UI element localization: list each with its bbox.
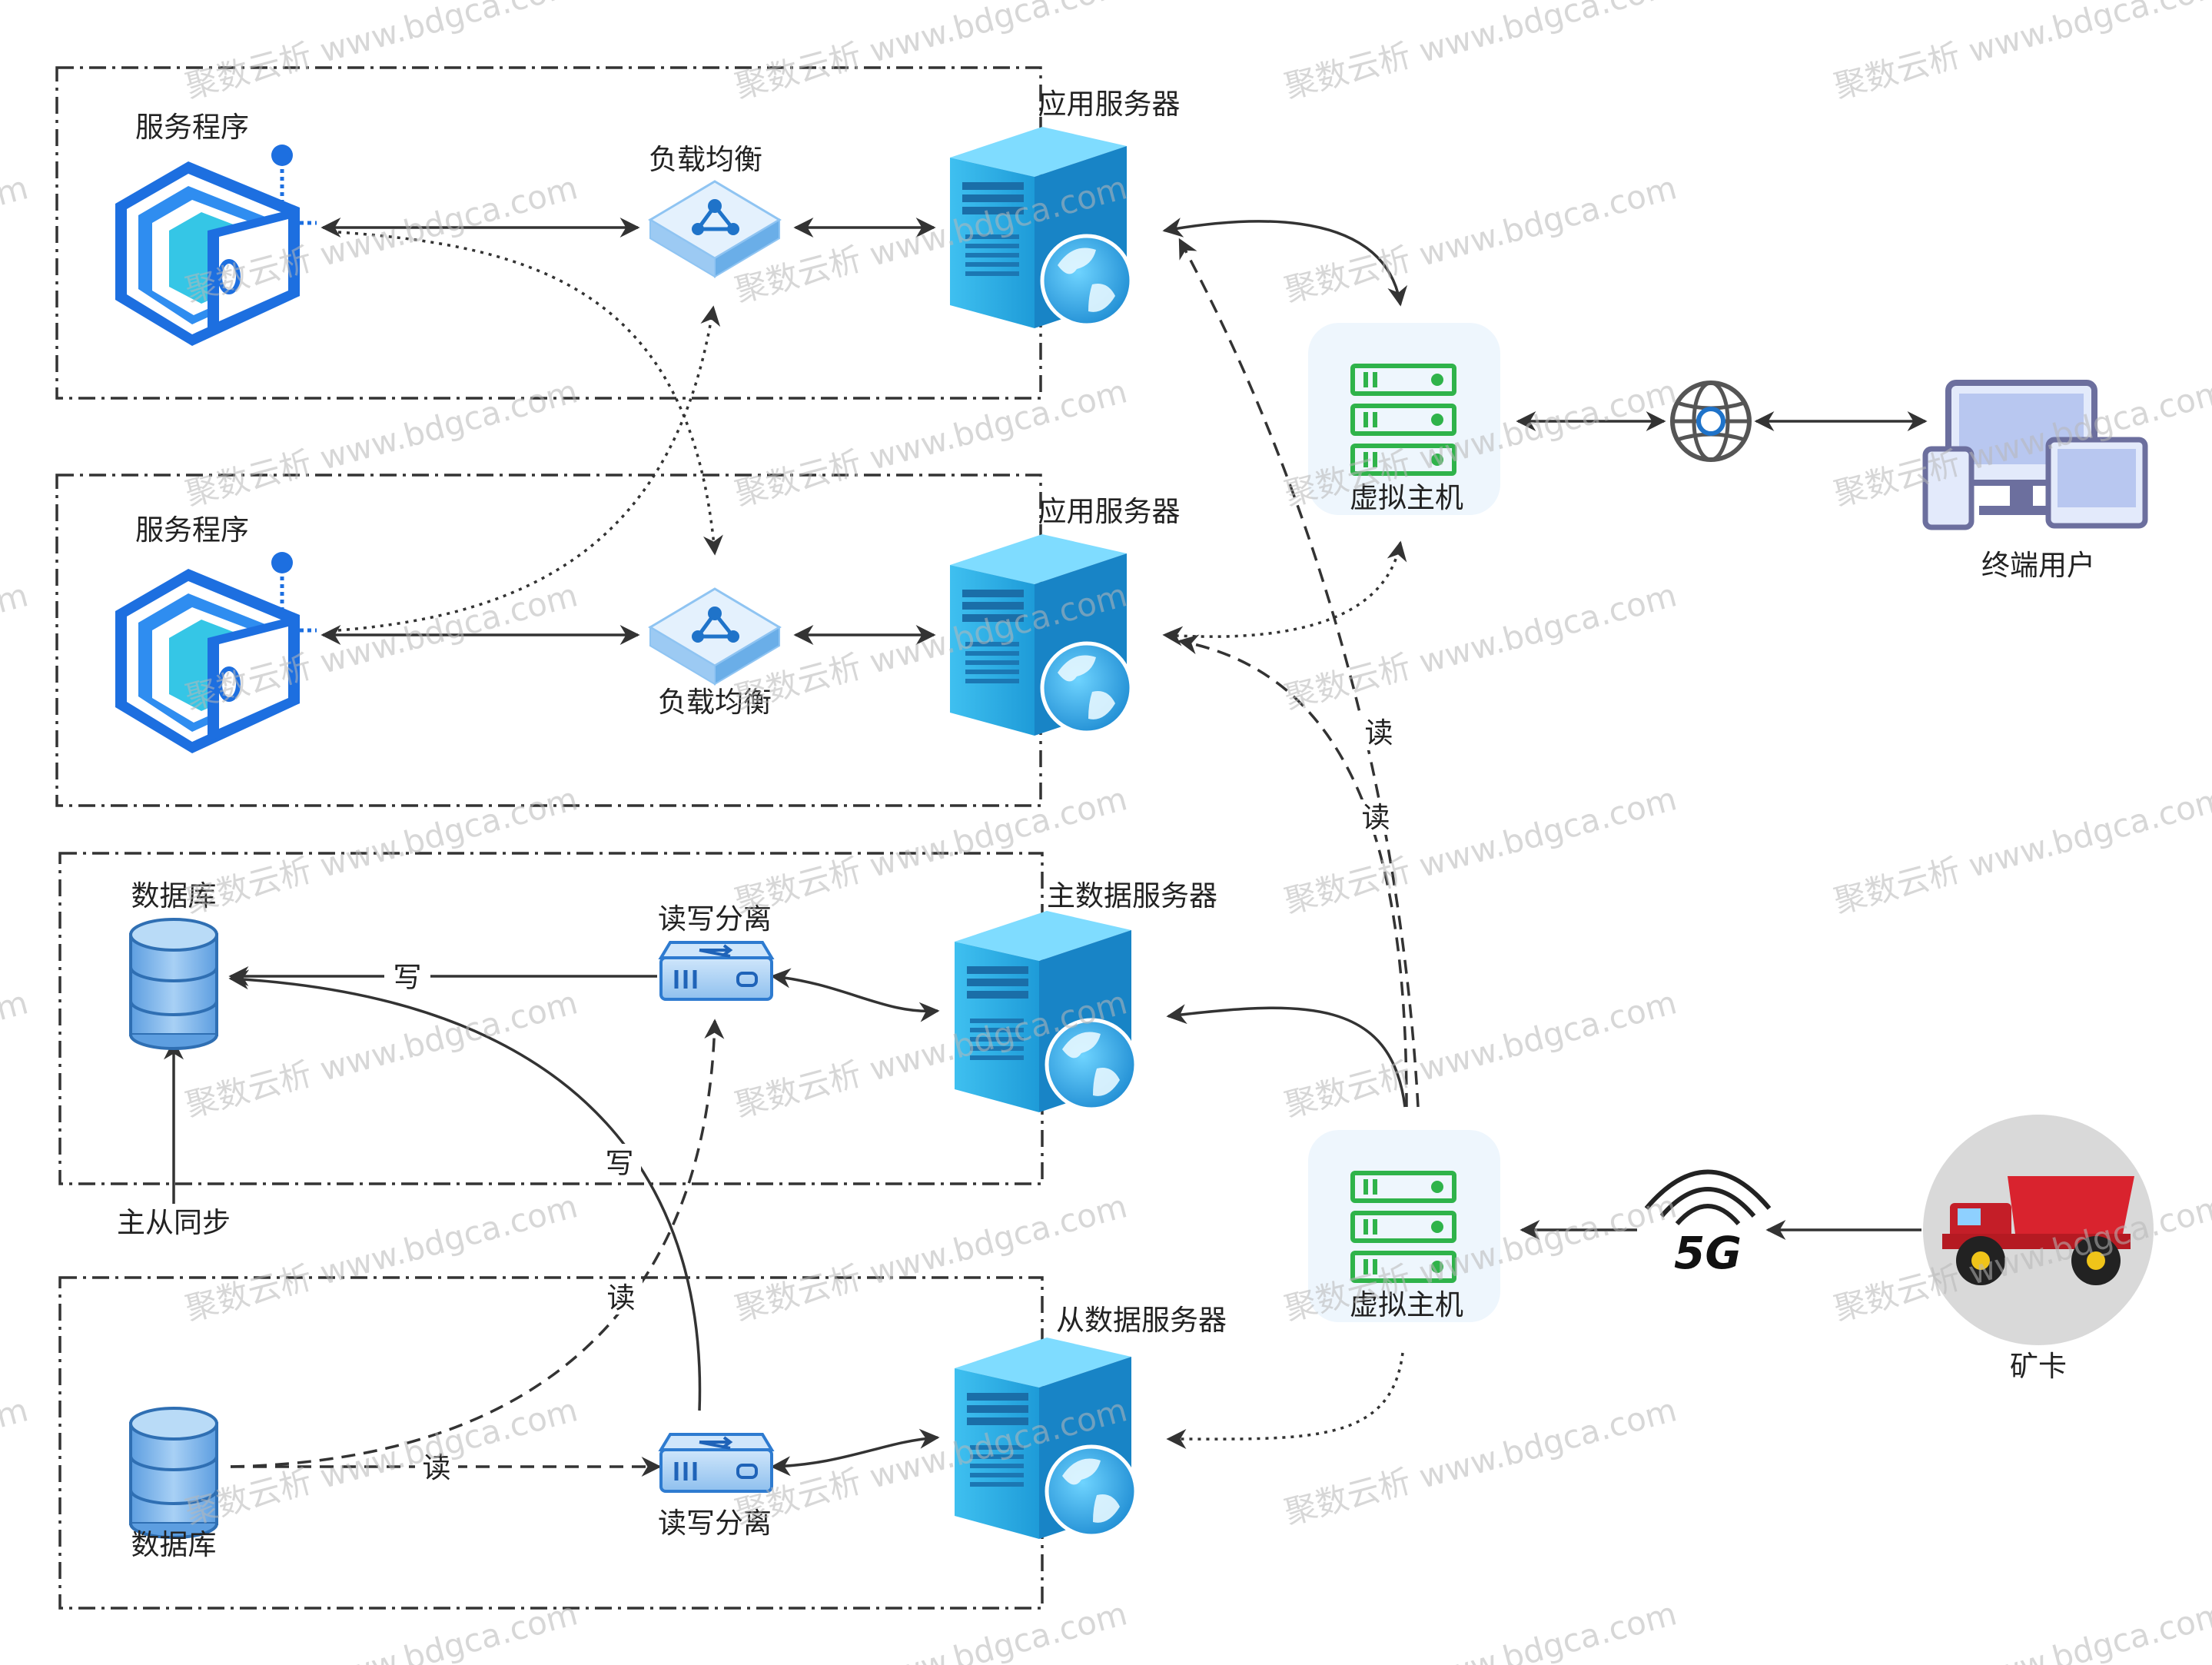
server-label-app-1: 应用服务器: [1038, 88, 1181, 121]
rw-label-1: 读写分离: [658, 902, 772, 936]
connectors: [164, 218, 1928, 1477]
vm-label-bottom: 虚拟主机: [1350, 1288, 1463, 1321]
edge-label-sync: 主从同步: [117, 1206, 231, 1239]
edge-rw1-master: [770, 968, 940, 1022]
truck-label: 矿卡: [2010, 1350, 2067, 1383]
watermark-text: 聚数云析 www.bdgca.com: [181, 779, 582, 920]
rw-label-2: 读写分离: [658, 1507, 772, 1540]
watermark-text: 聚数云析 www.bdgca.com: [731, 372, 1131, 513]
database-label-2: 数据库: [131, 1528, 217, 1561]
watermark-text: 聚数云析 www.bdgca.com: [1830, 1594, 2212, 1665]
server-label-app-2: 应用服务器: [1038, 495, 1181, 528]
terminal-user-label: 终端用户: [1981, 549, 2095, 582]
read-write-splitter-icon: [658, 1433, 775, 1493]
watermark-text: 聚数云析 www.bdgca.com: [1280, 779, 1681, 920]
read-write-splitter-icon: [658, 941, 775, 1001]
terminal-user-icon: [1922, 380, 2148, 530]
service-program-icon: [115, 145, 317, 346]
slave-db-server-icon: [955, 1338, 1138, 1539]
edge-vm-bottom-slave: [1166, 1352, 1404, 1450]
edge-service2-lb1: [337, 305, 721, 632]
edge-label-write-2: 写: [606, 1147, 634, 1180]
watermark-text: 聚数云析 www.bdgca.com: [181, 1391, 582, 1531]
edge-rw2-slave: [770, 1428, 940, 1477]
group-box-app-2: [55, 474, 1042, 807]
watermark-text: 聚数云析 www.bdgca.com: [1280, 1594, 1681, 1665]
watermark-text: 聚数云析 www.bdgca.com: [1280, 983, 1681, 1124]
watermark-text: 聚数云析 www.bdgca.com: [1830, 0, 2212, 106]
watermark-text: 聚数云析 www.bdgca.com: [181, 0, 582, 106]
watermark-text: 聚数云析 www.bdgca.com: [731, 1594, 1131, 1665]
virtual-host-icon: [1308, 1130, 1500, 1322]
edge-vm-bottom-server2-read: [1177, 634, 1408, 1108]
watermark-text: 聚数云析 www.bdgca.com: [1830, 779, 2212, 920]
mining-truck-icon: [1923, 1115, 2154, 1345]
watermark-text: 聚数云析 www.bdgca.com: [1280, 1391, 1681, 1531]
edge-vm-bottom-master: [1166, 1004, 1407, 1108]
server-label-master: 主数据服务器: [1047, 879, 1217, 912]
edge-label-read-db: 读: [423, 1451, 451, 1484]
master-db-server-icon: [955, 911, 1138, 1112]
edge-server1-vm-top: [1162, 218, 1408, 307]
fiveg-text: 5G: [1674, 1227, 1742, 1279]
virtual-host-icon: [1308, 323, 1500, 515]
load-balancer-icon: [648, 587, 782, 686]
watermark-text: 聚数云析 www.bdgca.com: [0, 983, 32, 1124]
watermark-text: 聚数云析 www.bdgca.com: [0, 1391, 32, 1531]
watermark-text: 聚数云析 www.bdgca.com: [0, 576, 32, 716]
lb-label-2: 负载均衡: [658, 686, 772, 719]
vm-label-top: 虚拟主机: [1350, 481, 1463, 514]
lb-label-1: 负载均衡: [649, 143, 762, 176]
edge-label-read-vm-2: 读: [1362, 801, 1390, 834]
server-label-slave: 从数据服务器: [1056, 1304, 1227, 1337]
database-icon: [129, 1407, 218, 1539]
watermark-text: 聚数云析 www.bdgca.com: [0, 168, 32, 309]
edge-vm-bottom-server1-read: [1178, 238, 1420, 1108]
edge-rw2-db1-write: [228, 969, 702, 1411]
edge-labels: 写 写 读 读 读 读 主从同步: [112, 715, 1400, 1485]
edge-label-write-1: 写: [394, 961, 422, 994]
edge-label-read-cross: 读: [607, 1281, 636, 1314]
app-server-icon: [950, 127, 1134, 328]
database-icon: [129, 918, 218, 1050]
group-box-db-master: [58, 852, 1044, 1185]
service-program-label-2: 服务程序: [135, 513, 249, 547]
watermark-text: 聚数云析 www.bdgca.com: [1280, 168, 1681, 309]
watermark-text: 聚数云析 www.bdgca.com: [181, 1594, 582, 1665]
app-server-icon: [950, 534, 1134, 736]
service-program-label-1: 服务程序: [135, 111, 249, 144]
watermark-text: 聚数云析 www.bdgca.com: [181, 1187, 582, 1328]
watermark-text: 聚数云析 www.bdgca.com: [1280, 576, 1681, 716]
edge-db2-rw1-read: [230, 1019, 725, 1468]
edge-vm-top-server2: [1162, 540, 1407, 646]
internet-globe-icon: [1670, 381, 1752, 462]
watermark-text: 聚数云析 www.bdgca.com: [181, 372, 582, 513]
group-box-app-1: [55, 66, 1042, 400]
load-balancer-icon: [648, 180, 782, 278]
edge-label-read-vm-1: 读: [1365, 716, 1393, 749]
group-box-db-slave: [58, 1276, 1044, 1610]
fiveg-signal-icon: [1644, 1169, 1772, 1225]
watermark-text: 聚数云析 www.bdgca.com: [1280, 0, 1681, 106]
service-program-icon: [115, 552, 317, 753]
database-label-1: 数据库: [131, 879, 217, 912]
